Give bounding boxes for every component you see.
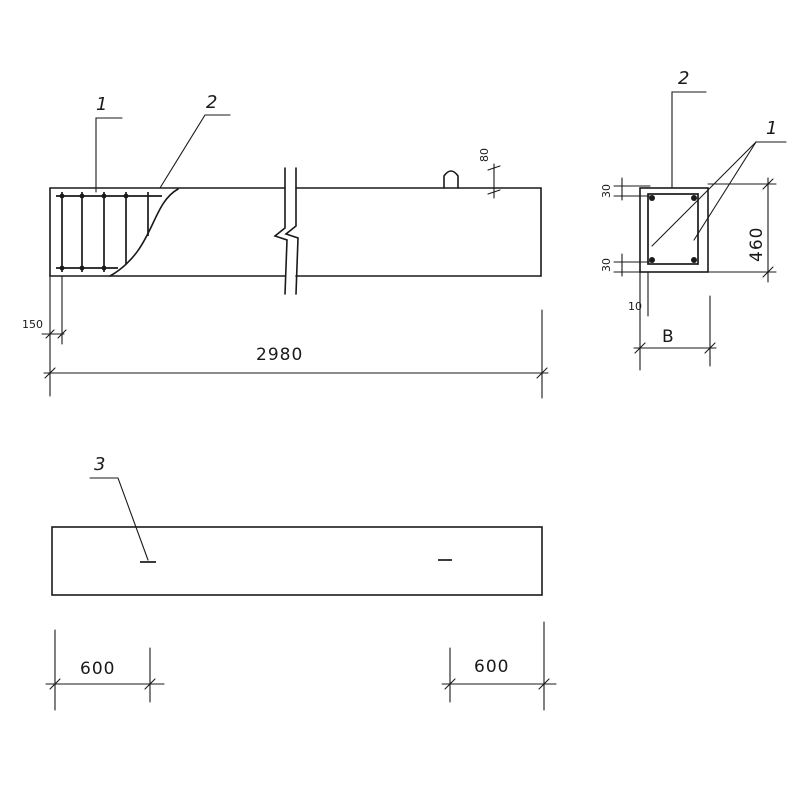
- dim-top-cover: 30: [600, 177, 651, 201]
- dim-value: 460: [747, 227, 767, 262]
- cutaway-curve: [109, 188, 179, 277]
- cross-section-view: 2 1 30 30 460: [600, 68, 787, 371]
- callout-label: 1: [766, 118, 777, 139]
- plan-view: 3 600 600: [45, 454, 557, 711]
- rebar-cage: [56, 192, 162, 272]
- callout-2-elevation: 2: [159, 92, 231, 189]
- lifting-loop: [443, 170, 459, 189]
- dim-value: B: [662, 327, 675, 347]
- elevation-view: 1 2 80 150 2980: [22, 92, 549, 399]
- dim-value: 600: [474, 657, 509, 677]
- callout-label: 1: [96, 94, 107, 115]
- dim-value: 600: [80, 659, 115, 679]
- callout-1-elevation: 1: [95, 94, 123, 193]
- dim-section-width: B: [633, 295, 717, 367]
- dim-plan-right: 600: [441, 621, 557, 711]
- break-line: [273, 167, 299, 295]
- dim-value: 10: [628, 300, 642, 313]
- dim-value: 2980: [256, 345, 303, 365]
- dim-loop-height: 80: [478, 148, 501, 199]
- callout-3-plan: 3: [89, 454, 149, 561]
- callout-label: 2: [678, 68, 689, 89]
- dim-value: 80: [478, 148, 491, 162]
- dim-section-height: 460: [707, 177, 777, 283]
- dim-side-cover: 10: [628, 271, 649, 371]
- dim-end-offset: 150: [22, 275, 67, 345]
- dim-value: 30: [600, 184, 613, 198]
- callout-label: 2: [206, 92, 217, 113]
- dim-bottom-cover: 30: [600, 253, 651, 277]
- callout-1-section: 1: [651, 118, 787, 247]
- callout-2-section: 2: [671, 68, 707, 189]
- dim-plan-left: 600: [45, 629, 165, 711]
- dim-overall-length: 2980: [43, 275, 549, 399]
- dim-value: 150: [22, 318, 43, 331]
- dim-value: 30: [600, 258, 613, 272]
- callout-label: 3: [94, 454, 105, 475]
